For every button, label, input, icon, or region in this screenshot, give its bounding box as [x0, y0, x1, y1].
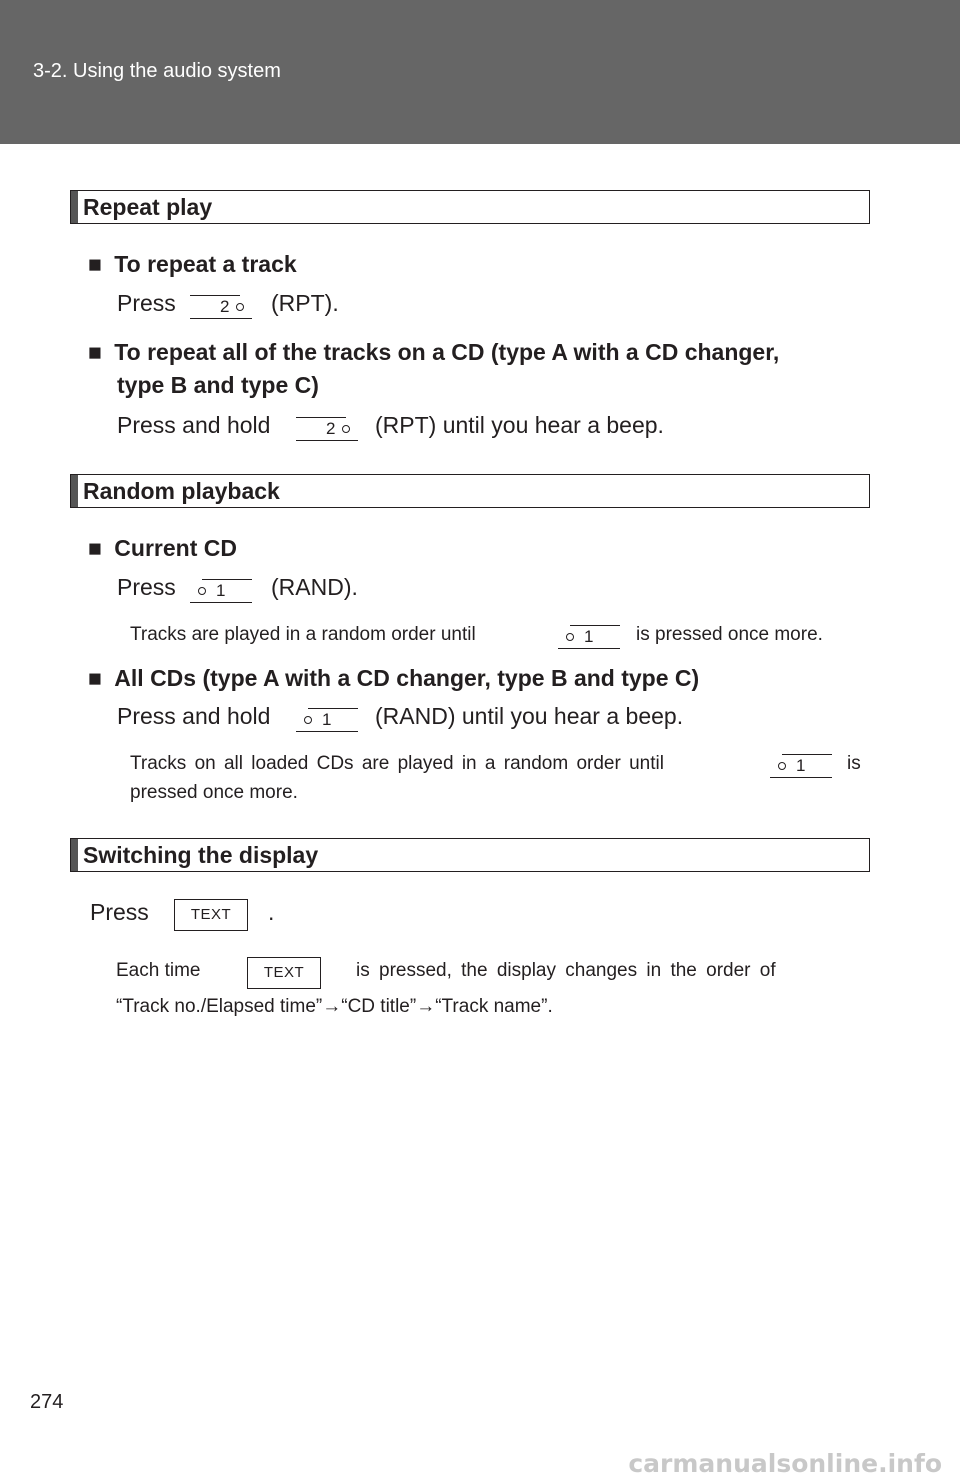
section-bar-random-playback: Random playback: [70, 474, 870, 508]
bullet-square-icon: ■: [88, 251, 102, 277]
section-title: Switching the display: [83, 842, 319, 868]
instruction-suffix: (RPT).: [271, 290, 339, 316]
button-edge: [558, 648, 620, 649]
section-title: Repeat play: [83, 194, 213, 220]
button-edge: [770, 777, 832, 778]
instruction-suffix: (RPT) until you hear a beep.: [375, 412, 664, 438]
note-text-suffix: is pressed, the display changes in the o…: [356, 960, 776, 981]
note-text-suffix: is pressed once more.: [636, 624, 823, 645]
subheading-text: To repeat all of the tracks on a CD (typ…: [114, 339, 780, 365]
note-text-suffix: is: [847, 753, 861, 774]
indicator-circle-icon: [778, 762, 786, 770]
instruction-suffix: (RAND) until you hear a beep.: [375, 703, 684, 729]
bullet-square-icon: ■: [88, 665, 102, 691]
button-edge: [570, 625, 620, 626]
note-text-continued: pressed once more.: [130, 782, 298, 803]
instruction-suffix: .: [268, 899, 275, 925]
button-edge: [190, 295, 240, 296]
section-title: Random playback: [83, 478, 280, 504]
section-tab-marker: [71, 839, 78, 871]
preset-2-button[interactable]: 2: [296, 417, 358, 441]
subheading-all-cds: ■ All CDs (type A with a CD changer, typ…: [88, 665, 699, 692]
indicator-circle-icon: [342, 425, 350, 433]
button-label: 1: [322, 710, 332, 729]
note-text-continued: “Track no./Elapsed time”→“CD title”→“Tra…: [116, 996, 553, 1017]
note-text: Tracks are played in a random order unti…: [130, 624, 476, 645]
page-number: 274: [30, 1391, 64, 1413]
instruction-text: Press: [90, 899, 149, 925]
button-edge: [308, 708, 358, 709]
button-edge: [296, 417, 346, 418]
subheading-text: Current CD: [114, 535, 237, 561]
indicator-circle-icon: [198, 587, 206, 595]
section-tab-marker: [71, 191, 78, 223]
indicator-circle-icon: [236, 303, 244, 311]
button-edge: [296, 440, 358, 441]
subheading-text: All CDs (type A with a CD changer, type …: [114, 665, 700, 691]
subheading-repeat-all: ■ To repeat all of the tracks on a CD (t…: [88, 339, 779, 366]
header-band: 3-2. Using the audio system: [0, 0, 960, 144]
instruction-text: Press and hold: [117, 703, 271, 729]
subheading-text: To repeat a track: [114, 251, 297, 277]
button-label: 2: [326, 419, 336, 438]
instruction-text: Press: [117, 574, 176, 600]
button-label: 2: [220, 297, 230, 316]
instruction-suffix: (RAND).: [271, 574, 358, 600]
button-label: 1: [216, 581, 226, 600]
section-bar-repeat-play: Repeat play: [70, 190, 870, 224]
subheading-text-continued: type B and type C): [117, 372, 319, 398]
indicator-circle-icon: [304, 716, 312, 724]
preset-1-button[interactable]: 1: [770, 754, 832, 778]
subheading-repeat-track: ■ To repeat a track: [88, 251, 297, 278]
button-edge: [782, 754, 832, 755]
button-edge: [202, 579, 252, 580]
text-button[interactable]: TEXT: [247, 957, 321, 989]
section-bar-switching-display: Switching the display: [70, 838, 870, 872]
preset-1-button[interactable]: 1: [190, 579, 252, 603]
preset-2-button[interactable]: 2: [190, 295, 252, 319]
button-label: 1: [584, 627, 594, 646]
instruction-line: Press: [117, 290, 176, 317]
button-edge: [190, 602, 252, 603]
button-edge: [190, 318, 252, 319]
text-button[interactable]: TEXT: [174, 899, 248, 931]
watermark: carmanualsonline.info: [628, 1449, 942, 1478]
bullet-square-icon: ■: [88, 339, 102, 365]
instruction-text: Press and hold: [117, 412, 271, 438]
button-edge: [296, 731, 358, 732]
bullet-square-icon: ■: [88, 535, 102, 561]
indicator-circle-icon: [566, 633, 574, 641]
note-text: Tracks on all loaded CDs are played in a…: [130, 753, 664, 774]
note-text: Each time: [116, 960, 201, 981]
button-label: 1: [796, 756, 806, 775]
preset-1-button[interactable]: 1: [296, 708, 358, 732]
instruction-text: Press: [117, 290, 176, 316]
section-breadcrumb: 3-2. Using the audio system: [33, 60, 281, 82]
section-tab-marker: [71, 475, 78, 507]
subheading-current-cd: ■ Current CD: [88, 535, 237, 562]
preset-1-button[interactable]: 1: [558, 625, 620, 649]
